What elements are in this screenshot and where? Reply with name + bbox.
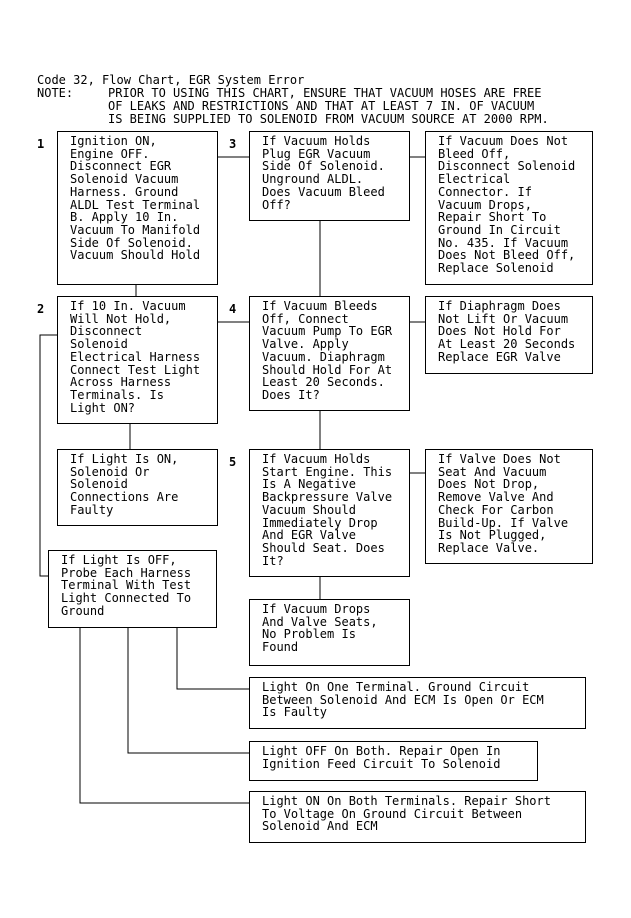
- connector-2-lightoff: [39, 334, 58, 577]
- step-2-box: If 10 In. Vacuum Will Not Hold, Disconne…: [57, 296, 218, 424]
- note-label: NOTE:: [37, 86, 74, 100]
- on-both-box: Light ON On Both Terminals. Repair Short…: [249, 791, 586, 843]
- note-line-2: OF LEAKS AND RESTRICTIONS AND THAT AT LE…: [108, 99, 535, 113]
- step-5-box: If Vacuum Holds Start Engine. This Is A …: [249, 449, 410, 577]
- valve-not-seat-box: If Valve Does Not Seat And Vacuum Does N…: [425, 449, 593, 564]
- note-line-3: IS BEING SUPPLIED TO SOLENOID FROM VACUU…: [108, 112, 549, 126]
- chart-title: Code 32, Flow Chart, EGR System Error: [37, 73, 305, 87]
- step-number-3: 3: [229, 137, 237, 151]
- step-number-2: 2: [37, 302, 45, 316]
- connector-lightoff-offboth: [127, 627, 249, 754]
- one-terminal-box: Light On One Terminal. Ground Circuit Be…: [249, 677, 586, 729]
- light-off-box: If Light Is OFF, Probe Each Harness Term…: [48, 550, 217, 628]
- no-bleed-box: If Vacuum Does Not Bleed Off, Disconnect…: [425, 131, 593, 285]
- no-problem-box: If Vacuum Drops And Valve Seats, No Prob…: [249, 599, 410, 666]
- off-both-box: Light OFF On Both. Repair Open In Igniti…: [249, 741, 538, 781]
- step-1-box: Ignition ON, Engine OFF. Disconnect EGR …: [57, 131, 218, 285]
- step-number-4: 4: [229, 302, 237, 316]
- light-on-box: If Light Is ON, Solenoid Or Solenoid Con…: [57, 449, 218, 526]
- connector-lightoff-oneterminal: [176, 627, 249, 690]
- step-number-5: 5: [229, 455, 237, 469]
- step-number-1: 1: [37, 137, 45, 151]
- connector-lightoff-onboth: [79, 627, 249, 804]
- step-4-box: If Vacuum Bleeds Off, Connect Vacuum Pum…: [249, 296, 410, 411]
- diaphragm-box: If Diaphragm Does Not Lift Or Vacuum Doe…: [425, 296, 593, 374]
- step-3-box: If Vacuum Holds Plug EGR Vacuum Side Of …: [249, 131, 410, 221]
- note-line-1: PRIOR TO USING THIS CHART, ENSURE THAT V…: [108, 86, 542, 100]
